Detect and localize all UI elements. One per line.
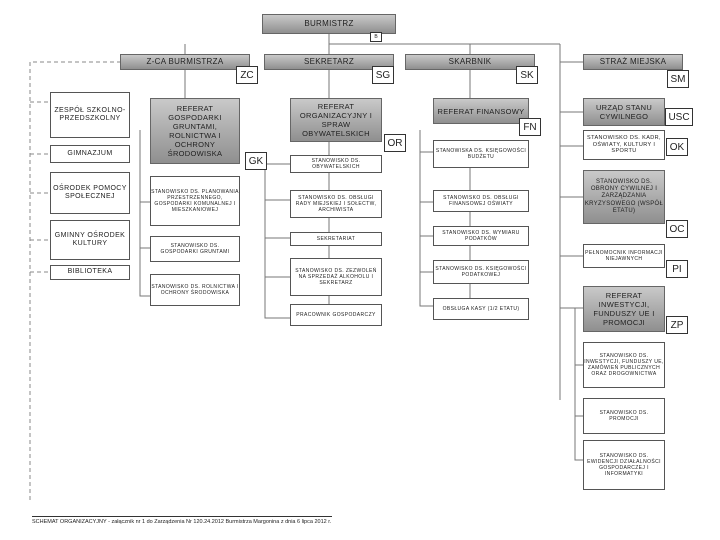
obywatelskie-box: STANOWISKO DS. OBYWATELSKICH <box>290 155 382 173</box>
gimnazjum-box: GIMNAZJUM <box>50 145 130 163</box>
sekretariat-box: SEKRETARIAT <box>290 232 382 246</box>
referat-organizacyjny-box: REFERAT ORGANIZACYJNY I SPRAW OBYWATELSK… <box>290 98 382 142</box>
skarbnik-box: SKARBNIK <box>405 54 535 70</box>
footer-caption: SCHEMAT ORGANIZACYJNY - załącznik nr 1 d… <box>32 516 332 526</box>
zca-box: Z-CA BURMISTRZA <box>120 54 250 70</box>
rolnictwo-box: STANOWISKO DS. ROLNICTWA I OCHRONY ŚRODO… <box>150 274 240 306</box>
code-b: B <box>370 32 382 42</box>
pelnomocnik-box: PEŁNOMOCNIK INFORMACJI NIEJAWNYCH <box>583 244 665 268</box>
referat-finansowy-box: REFERAT FINANSOWY <box>433 98 529 124</box>
code-usc: USC <box>665 108 693 126</box>
obsluga-rady-box: STANOWISKO DS. OBSŁUGI RADY MIEJSKIEJ I … <box>290 190 382 218</box>
referat-gospodarki-box: REFERAT GOSPODARKI GRUNTAMI, ROLNICTWA I… <box>150 98 240 164</box>
zespol-box: ZESPÓŁ SZKOLNO-PRZEDSZKOLNY <box>50 92 130 138</box>
code-sg: SG <box>372 66 394 84</box>
planowanie-box: STANOWISKO DS. PLANOWANIA PRZESTRZENNEGO… <box>150 176 240 226</box>
gok-box: GMINNY OŚRODEK KULTURY <box>50 220 130 260</box>
code-ok: OK <box>666 138 688 156</box>
kasa-box: OBSŁUGA KASY (1/2 ETATU) <box>433 298 529 320</box>
alkohol-box: STANOWISKO DS. ZEZWOLEŃ NA SPRZEDAŻ ALKO… <box>290 258 382 296</box>
code-zc: ZC <box>236 66 258 84</box>
code-fn: FN <box>519 118 541 136</box>
code-gk: GK <box>245 152 267 170</box>
ksiegowosc-podatkowa-box: STANOWISKO DS. KSIĘGOWOŚCI PODATKOWEJ <box>433 260 529 284</box>
code-oc: OC <box>666 220 688 238</box>
inwestycje-box: STANOWISKO DS. INWESTYCJI, FUNDUSZY UE, … <box>583 342 665 388</box>
straz-box: STRAŻ MIEJSKA <box>583 54 683 70</box>
referat-inwestycji-box: REFERAT INWESTYCJI, FUNDUSZY UE I PROMOC… <box>583 286 665 332</box>
pracownik-box: PRACOWNIK GOSPODARCZY <box>290 304 382 326</box>
ksiegowosc-budzetu-box: STANOWISKA DS. KSIĘGOWOŚCI BUDŻETU <box>433 140 529 168</box>
code-sm: SM <box>667 70 689 88</box>
ewidencja-box: STANOWISKO DS. EWIDENCJI DZIAŁALNOŚCI GO… <box>583 440 665 490</box>
code-pi: PI <box>666 260 688 278</box>
osrodek-box: OŚRODEK POMOCY SPOŁECZNEJ <box>50 172 130 214</box>
code-or: OR <box>384 134 406 152</box>
biblioteka-box: BIBLIOTEKA <box>50 265 130 280</box>
usc-box: URZĄD STANU CYWILNEGO <box>583 98 665 126</box>
burmistrz-box: BURMISTRZ <box>262 14 396 34</box>
grunty-box: STANOWISKO DS. GOSPODARKI GRUNTAMI <box>150 236 240 262</box>
wymiar-box: STANOWISKO DS. WYMIARU PODATKÓW <box>433 226 529 246</box>
code-zp: ZP <box>666 316 688 334</box>
obrona-box: STANOWISKO DS. OBRONY CYWILNEJ I ZARZĄDZ… <box>583 170 665 224</box>
sekretarz-box: SEKRETARZ <box>264 54 394 70</box>
kadry-box: STANOWISKO DS. KADR, OŚWIATY, KULTURY I … <box>583 130 665 160</box>
promocja-box: STANOWISKO DS. PROMOCJI <box>583 398 665 434</box>
code-sk: SK <box>516 66 538 84</box>
obsluga-oswiaty-box: STANOWISKO DS. OBSŁUGI FINANSOWEJ OŚWIAT… <box>433 190 529 212</box>
